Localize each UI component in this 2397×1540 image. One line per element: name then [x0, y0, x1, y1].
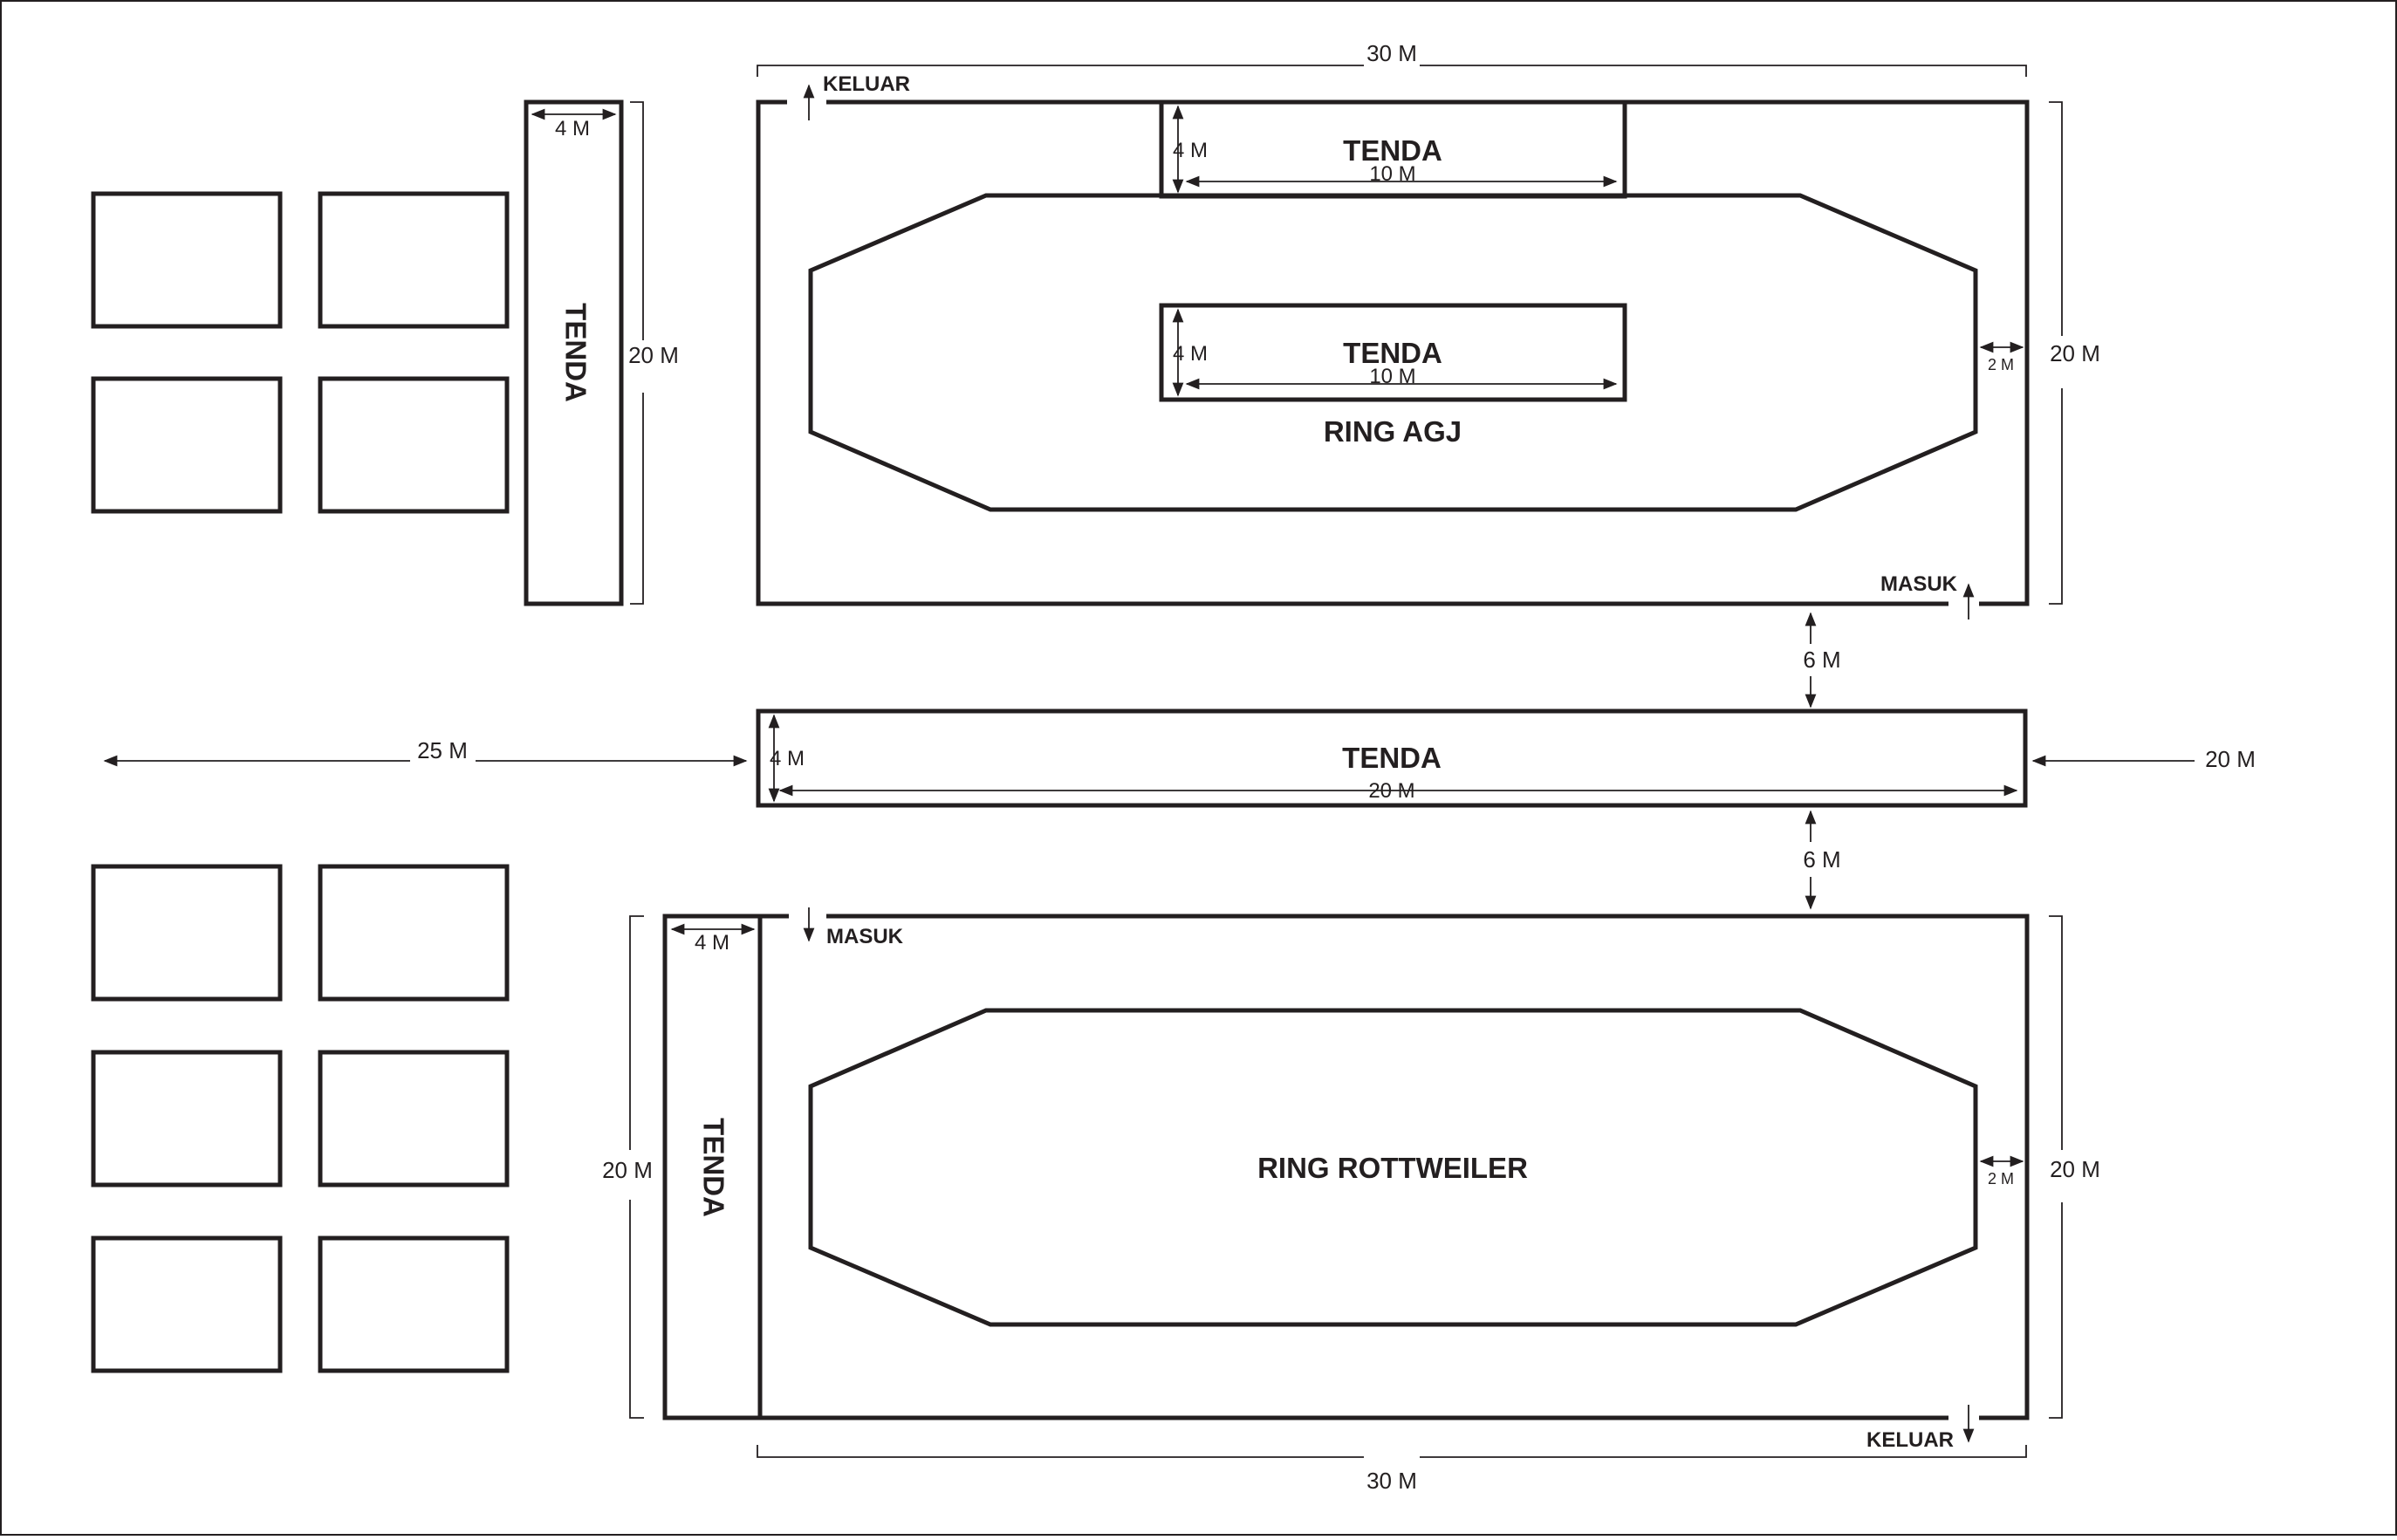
ring-agj-top-tent [1159, 99, 1627, 199]
middle-gap-top-label: 6 M [1803, 647, 1840, 673]
ring-agj-exit-label: KELUAR [823, 72, 910, 96]
middle-tent-box [756, 708, 2028, 808]
ring-agj-top-tent-length-label: 10 M [1369, 162, 1415, 186]
stall-box [91, 1050, 283, 1188]
stall-box [91, 864, 283, 1002]
ring-rottweiler-exit-label: KELUAR [1866, 1428, 1954, 1452]
stall-boxes-top [91, 191, 510, 514]
stall-box [91, 1235, 283, 1373]
middle-tent-label: TENDA [1342, 742, 1442, 774]
stall-box [318, 1050, 510, 1188]
side-tent: 4 M TENDA 20 M [524, 99, 679, 606]
ring-rottweiler-left-height-bracket [629, 915, 644, 1419]
ring-rottweiler-fence [808, 1008, 1978, 1327]
ring-rottweiler-name: RING ROTTWEILER [1257, 1152, 1528, 1184]
ring-agj-width-label: 30 M [1366, 40, 1417, 66]
middle-gap-bottom-label: 6 M [1803, 846, 1840, 873]
ring-agj-inner-tent-depth-label: 4 M [1173, 342, 1208, 366]
ring-agj-inner-tent-length-label: 10 M [1369, 365, 1415, 388]
ring-rottweiler-entry-label: MASUK [826, 925, 904, 948]
ring-agj-name: RING AGJ [1324, 415, 1462, 448]
stall-box [91, 191, 283, 329]
ring-agj-height-label: 20 M [2050, 340, 2100, 366]
middle-tent-length-label: 20 M [1368, 779, 1414, 803]
ring-rottweiler-boundary [662, 914, 2030, 1420]
ring-rottweiler-width-label: 30 M [1366, 1468, 1417, 1494]
ring-rottweiler-tent-label: TENDA [697, 1118, 729, 1217]
side-tent-height-label: 20 M [628, 342, 679, 368]
side-tent-box [524, 99, 624, 606]
stall-box [318, 864, 510, 1002]
middle-tent-depth-label: 4 M [770, 747, 805, 770]
stall-boxes-bottom [91, 864, 510, 1373]
side-tent-label: TENDA [559, 303, 592, 402]
ring-agj-fence [808, 193, 1978, 512]
ring-agj-gap-label: 2 M [1988, 356, 2014, 373]
ring-rottweiler-left-height-label: 20 M [602, 1157, 653, 1183]
ring-agj-inner-tent-label: TENDA [1343, 337, 1442, 369]
right-distance-label: 20 M [2205, 746, 2256, 772]
ring-rottweiler-height-label: 20 M [2050, 1156, 2100, 1182]
ring-agj-top-tent-label: TENDA [1343, 134, 1442, 167]
ring-agj-height-bracket [2049, 101, 2063, 605]
ring-agj-entry-label: MASUK [1880, 572, 1958, 596]
ring-agj-area: 30 M KELUAR MASUK 20 M RING AGJ 2 M TEND… [756, 40, 2100, 619]
middle-tent-area: 6 M TENDA 4 M 20 M 25 M 20 M 6 M [103, 612, 2256, 910]
stall-box [318, 1235, 510, 1373]
left-distance-label: 25 M [417, 737, 468, 763]
stall-box [91, 376, 283, 514]
side-tent-height-bracket [630, 101, 644, 605]
stall-box [318, 376, 510, 514]
ring-agj-inner-tent [1159, 303, 1627, 402]
ring-rottweiler-width-bracket [757, 1445, 2027, 1458]
ring-agj-top-tent-depth-label: 4 M [1173, 139, 1208, 162]
ring-rottweiler-area: 4 M TENDA 20 M MASUK KELUAR 20 M RING RO… [602, 907, 2100, 1494]
ring-agj-width-bracket [757, 65, 2027, 77]
ring-rottweiler-tent-width-label: 4 M [695, 931, 729, 955]
stall-box [318, 191, 510, 329]
ring-rottweiler-height-bracket [2049, 915, 2063, 1419]
ring-rottweiler-gap-label: 2 M [1988, 1170, 2014, 1188]
side-tent-width-label: 4 M [555, 117, 590, 140]
